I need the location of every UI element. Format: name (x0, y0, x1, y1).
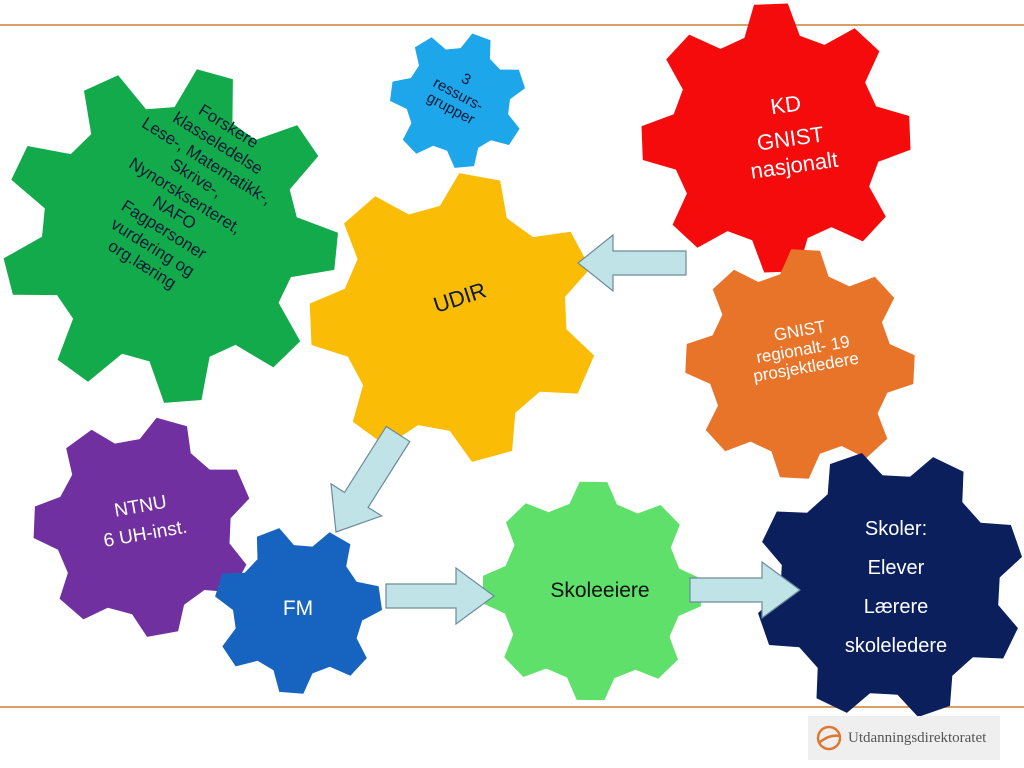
arrow-fm-to-skoleeiere (385, 566, 496, 626)
green-gear (3, 69, 338, 403)
fm-label: FM (282, 597, 314, 620)
ressurs-gear (390, 33, 525, 168)
utdanningsdirektoratet-logo-icon (816, 725, 842, 751)
logo-text: Utdanningsdirektoratet (848, 729, 987, 746)
arrow-skoleeiere-to-skoler (689, 560, 802, 620)
skoler-gear (758, 453, 1022, 717)
kd-gear (641, 3, 911, 273)
skoler-line: Skoler: (864, 518, 928, 540)
skoler-line: Elever (867, 557, 925, 579)
arrow-udir-to-fm (330, 425, 411, 533)
fm-gear-text: FM (268, 596, 328, 621)
bottom-rule (0, 706, 1024, 708)
udir-gear (309, 173, 595, 462)
fm-gear (215, 528, 382, 694)
skoler-line: skoleledere (844, 635, 948, 657)
skoleeiere-gear (482, 481, 702, 701)
skoler-gear-text: Skoler: Elever Lærere skoleledere (826, 510, 966, 666)
top-rule (0, 24, 1024, 26)
gnist-regional-gear (685, 249, 915, 479)
skoleeiere-gear-text: Skoleeiere (525, 578, 675, 603)
ntnu-gear (33, 417, 250, 637)
skoler-line: Lærere (863, 596, 929, 618)
arrow-kd-to-udir (577, 233, 687, 293)
utdanningsdirektoratet-logo: Utdanningsdirektoratet (808, 716, 1000, 760)
skoleeiere-label: Skoleeiere (550, 579, 650, 602)
